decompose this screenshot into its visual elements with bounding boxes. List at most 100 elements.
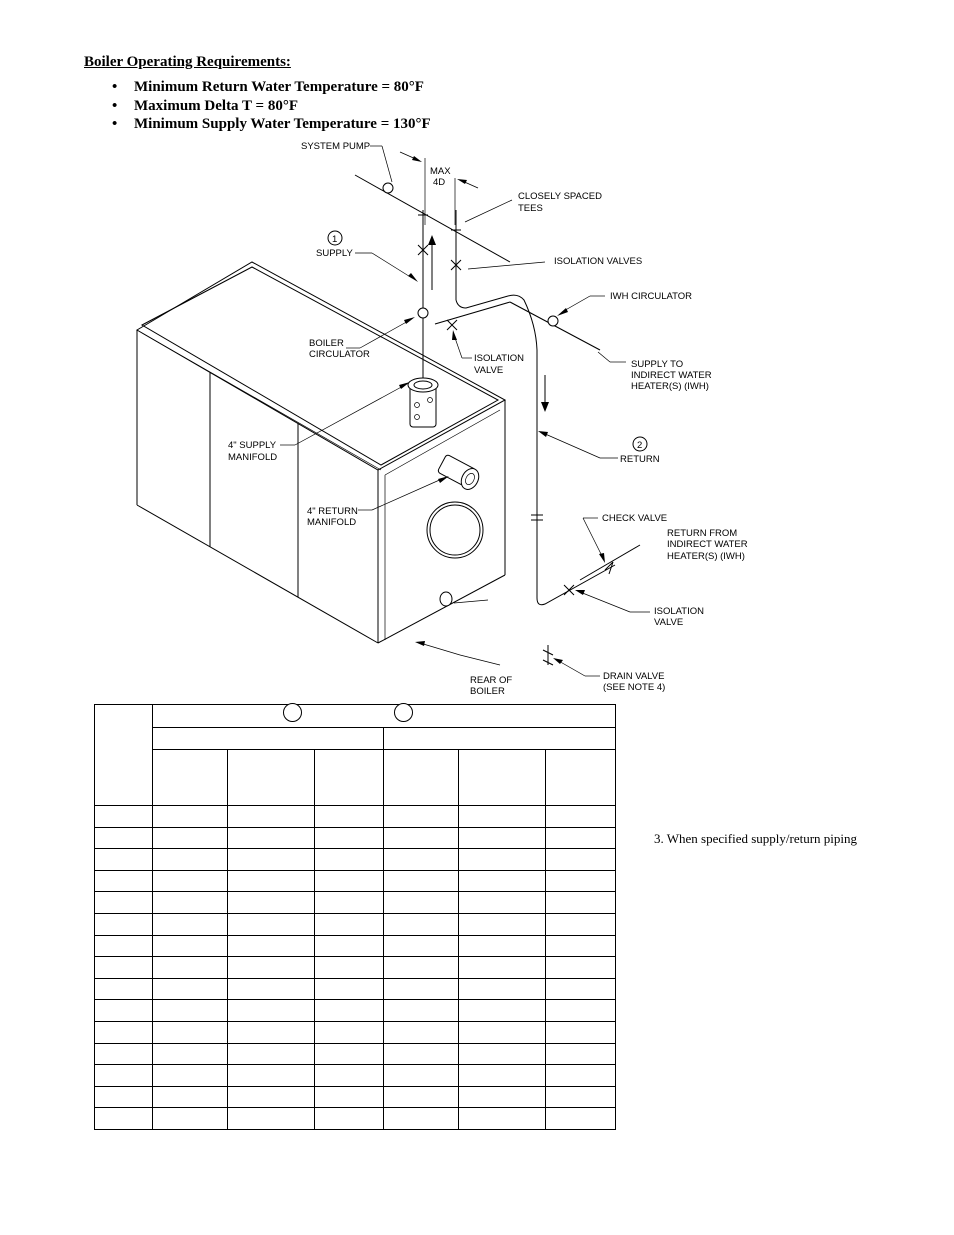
table-cell [94, 869, 153, 893]
callout-1: 1 [332, 234, 337, 245]
table-cell [94, 912, 153, 936]
table-cell [94, 826, 153, 850]
table-cell [227, 977, 315, 1001]
table-cell [383, 977, 459, 1001]
supply-isolation-valve-icon [417, 244, 429, 256]
table-cell [94, 999, 153, 1022]
table-cell [383, 912, 459, 936]
label-4in-supply: 4" SUPPLY [228, 440, 277, 451]
table-cell [458, 1042, 546, 1066]
table-cell [314, 977, 384, 1001]
table-header-cell [382, 727, 617, 750]
table-cell [544, 848, 617, 871]
requirement-item: •Minimum Return Water Temperature = 80°F [112, 78, 431, 97]
system-pump-icon [382, 182, 394, 194]
table-cell [383, 956, 459, 979]
table-cell [458, 891, 546, 914]
table-cell [152, 999, 228, 1022]
piping [354, 174, 641, 665]
table-cell [458, 826, 546, 850]
table-cell [458, 1064, 546, 1087]
table-header-cell [227, 748, 315, 807]
table-cell [383, 826, 459, 850]
table-cell [314, 1107, 384, 1130]
table-row [94, 891, 617, 914]
iwh-return-isolation-valve-icon [563, 584, 575, 596]
table-cell [152, 912, 228, 936]
table-cell [94, 1107, 153, 1130]
table-cell [94, 1042, 153, 1066]
label-isolation: ISOLATION [474, 353, 524, 364]
return-isolation-valve-icon [450, 259, 462, 271]
table-cell [314, 1020, 384, 1044]
table-header-row [95, 727, 617, 750]
table-cell [152, 1064, 228, 1087]
label-heaters-iwh: HEATER(S) (IWH) [631, 381, 709, 392]
table-row [94, 869, 617, 893]
flow-arrows [428, 235, 549, 412]
table-row [94, 934, 617, 958]
table-cell [94, 1020, 153, 1044]
table-cell [458, 956, 546, 979]
table-cell [314, 999, 384, 1022]
table-cell [544, 891, 617, 914]
table-row [94, 977, 617, 1001]
table-cell [383, 891, 459, 914]
table-cell [227, 1020, 315, 1044]
table-cell [544, 999, 617, 1022]
valves-and-circulators [382, 182, 614, 666]
table-cell [152, 848, 228, 871]
table-cell [544, 869, 617, 893]
table-cell [383, 934, 459, 958]
table-cell [458, 805, 546, 828]
table-cell [94, 891, 153, 914]
table-cell [227, 826, 315, 850]
table-row [94, 1020, 617, 1044]
table-cell [544, 1085, 617, 1109]
table-body [94, 805, 617, 1130]
table-row [94, 956, 617, 979]
table-cell [383, 1064, 459, 1087]
label-manifold-2: MANIFOLD [307, 517, 356, 528]
piping-size-table [94, 703, 617, 1130]
table-header-cell [152, 748, 228, 807]
label-4in-return: 4" RETURN [307, 506, 358, 517]
table-cell [544, 805, 617, 828]
callout-1-circle-table [283, 703, 302, 722]
table-cell [227, 805, 315, 828]
table-cell [544, 977, 617, 1001]
label-manifold: MANIFOLD [228, 452, 277, 463]
requirement-text: Minimum Supply Water Temperature = 130°F [134, 116, 431, 132]
table-cell [314, 805, 384, 828]
table-cell [314, 826, 384, 850]
table-cell [314, 891, 384, 914]
table-cell [94, 1064, 153, 1087]
label-iwh-circulator: IWH CIRCULATOR [610, 291, 692, 302]
table-row [94, 912, 617, 936]
label-system-pump: SYSTEM PUMP [301, 141, 370, 152]
table-cell [544, 956, 617, 979]
label-check-valve: CHECK VALVE [602, 513, 667, 524]
table-cell [152, 869, 228, 893]
boiler-circulator-icon [417, 307, 429, 319]
table-cell [458, 869, 546, 893]
table-row [94, 826, 617, 850]
table-cell [544, 1064, 617, 1087]
table-cell [458, 912, 546, 936]
table-cell [383, 869, 459, 893]
check-valve-icon [604, 561, 614, 575]
table-cell [544, 934, 617, 958]
table-cell [94, 977, 153, 1001]
label-drain-valve: DRAIN VALVE [603, 671, 664, 682]
label-supply-to: SUPPLY TO [631, 359, 683, 370]
drain-valve-icon [542, 649, 554, 666]
table-cell [94, 805, 153, 828]
label-closely-spaced: CLOSELY SPACED [518, 191, 602, 202]
table-cell [94, 1085, 153, 1109]
table-cell [314, 1042, 384, 1066]
callout-2-circle [632, 436, 648, 452]
return-manifold [437, 454, 480, 490]
table-cell [227, 912, 315, 936]
label-boiler: BOILER [309, 338, 344, 349]
table-cell [544, 1042, 617, 1066]
